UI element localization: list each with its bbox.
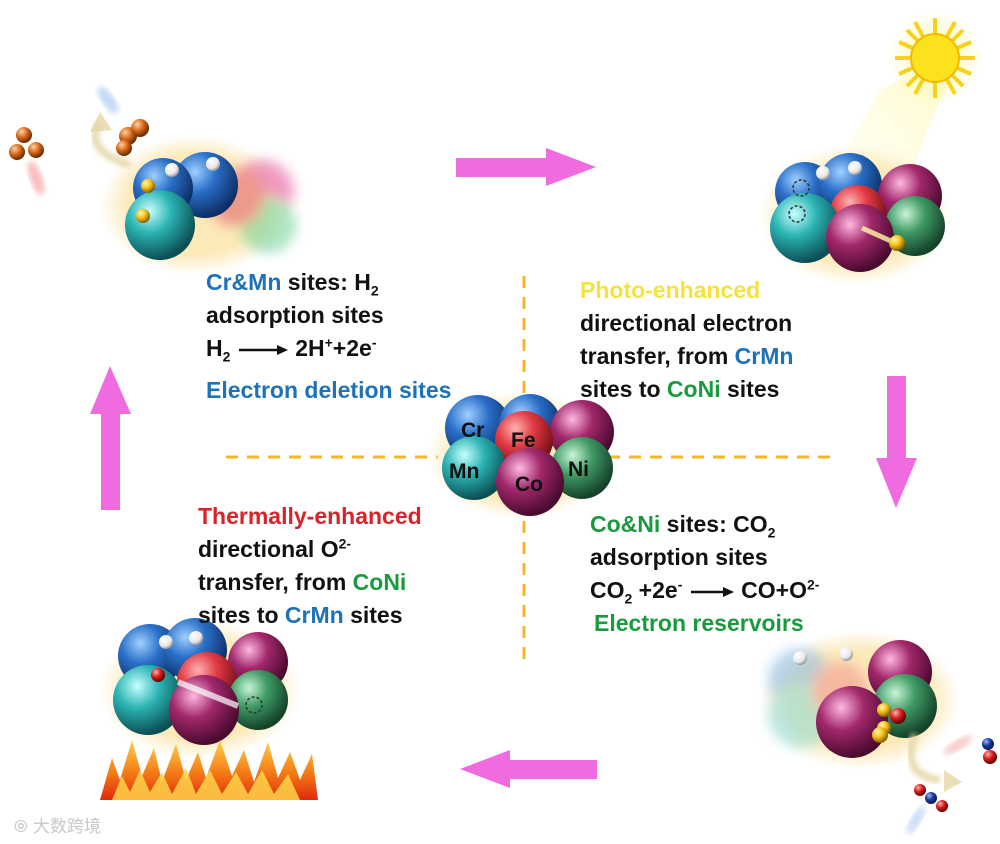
cluster-bottom-left — [100, 618, 318, 800]
mn-atom — [442, 436, 506, 500]
co-atom — [496, 448, 564, 516]
photo-enhanced-label: Photo-enhanced — [580, 277, 761, 303]
cluster-top-right — [760, 10, 983, 285]
reaction-arrow-icon — [690, 586, 734, 597]
mn-label: Mn — [449, 460, 479, 483]
cr-label: Cr — [461, 419, 484, 442]
co-label: Co — [515, 473, 543, 496]
bottom-left-text: Thermally-enhanced directional O2- trans… — [198, 500, 422, 632]
thermally-enhanced-label: Thermally-enhanced — [198, 503, 422, 529]
coni-sites-label: Co&Ni — [590, 511, 661, 537]
cluster-top-left — [9, 86, 296, 275]
h2-equation: H2 2H++2e- — [206, 334, 377, 365]
reaction-arrow-icon — [238, 344, 288, 355]
watermark-logo-icon: ⦾ — [14, 817, 34, 837]
center-cluster: Cr Fe Mn Co Ni — [428, 391, 614, 519]
ni-atom — [551, 437, 613, 499]
flames-icon — [100, 740, 318, 800]
quadrant-dashes — [226, 276, 830, 664]
electron-reservoirs-label: Electron reservoirs — [594, 610, 804, 636]
ni-label: Ni — [568, 458, 589, 481]
top-right-text: Photo-enhanced directional electron tran… — [580, 274, 793, 406]
arrow-right-top — [456, 148, 596, 186]
arrow-left-bottom — [460, 750, 597, 788]
electron-deletion-label: Electron deletion sites — [206, 377, 452, 403]
crmn-sites-label: Cr&Mn — [206, 269, 282, 295]
arrow-up-left — [90, 366, 131, 510]
top-left-text: Cr&Mn sites: H2 adsorption sites H2 2H++… — [206, 266, 451, 407]
bottom-right-text: Co&Ni sites: CO2 adsorption sites CO2 +2… — [590, 508, 819, 640]
cluster-bottom-right — [760, 630, 997, 835]
co2-equation: CO2 +2e- CO+O2- — [590, 576, 820, 607]
arrow-down-right — [876, 376, 917, 508]
fe-label: Fe — [511, 429, 536, 452]
watermark: ⦾ 大数跨境 — [14, 817, 102, 837]
